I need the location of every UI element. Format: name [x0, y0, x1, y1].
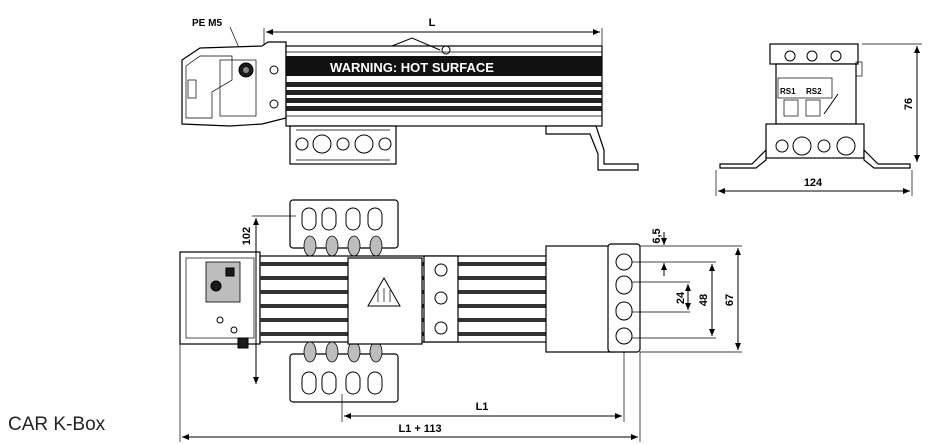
dim-24: 24 [675, 291, 687, 304]
dim-6-5: 6,5 [651, 228, 663, 243]
side-view: L PE M5 WARNING: HOT SURFACE [181, 17, 639, 171]
caption: CAR K-Box [8, 414, 106, 435]
end-view: RS1 RS2 124 76 [715, 43, 922, 196]
dim-L1: L1 [476, 401, 489, 413]
dim-124: 124 [804, 177, 823, 189]
dim-L1-113: L1 + 113 [398, 423, 441, 435]
warning-text: WARNING: HOT SURFACE [330, 60, 494, 75]
dim-L: L [429, 17, 436, 29]
plan-view: 102 6,5 24 48 67 L1 L1 + 113 [179, 199, 742, 442]
dim-67: 67 [724, 294, 736, 306]
dim-102: 102 [241, 227, 253, 245]
rs1-label: RS1 [780, 87, 796, 96]
rs2-label: RS2 [806, 87, 822, 96]
dim-76: 76 [903, 98, 915, 110]
dim-48: 48 [698, 294, 710, 306]
pe-label: PE M5 [192, 18, 222, 29]
